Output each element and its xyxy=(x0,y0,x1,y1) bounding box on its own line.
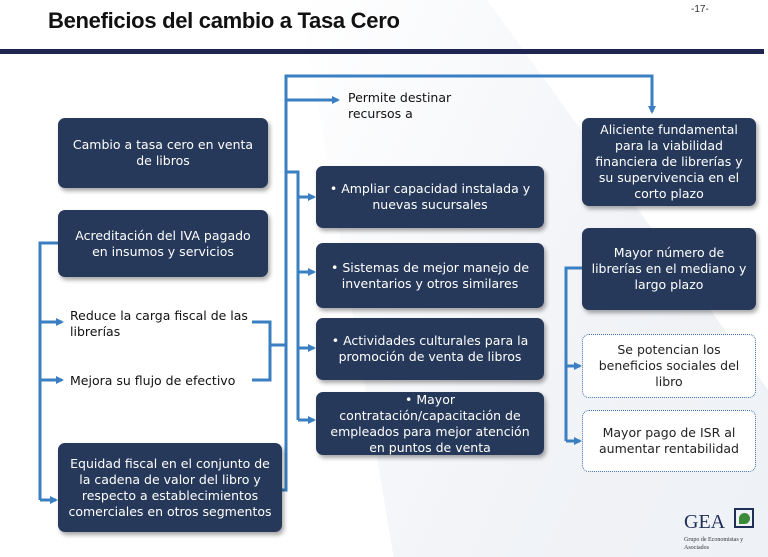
page-title: Beneficios del cambio a Tasa Cero xyxy=(48,8,400,33)
label-permite-destinar: Permite destinar recursos a xyxy=(348,90,452,121)
logo-subtitle: Grupo de Economistas y Asociados xyxy=(684,537,744,551)
logo-name: GEA xyxy=(684,511,726,533)
text-mejora-flujo: Mejora su flujo de efectivo xyxy=(70,373,236,388)
box-mayor-numero-librerias: Mayor número de librerías en el mediano … xyxy=(582,228,756,310)
box-ampliar-capacidad: • Ampliar capacidad instalada y nuevas s… xyxy=(316,166,544,228)
box-actividades-culturales: • Actividades culturales para la promoci… xyxy=(316,318,544,380)
box-mayor-pago-isr: Mayor pago de ISR al aumentar rentabilid… xyxy=(582,410,756,472)
box-beneficios-sociales: Se potencian los beneficios sociales del… xyxy=(582,334,756,398)
gea-logo: GEA Grupo de Economistas y Asociados xyxy=(684,505,764,557)
logo-mark-icon xyxy=(734,508,754,528)
box-mayor-contratacion: • Mayor contratación/capacitación de emp… xyxy=(316,392,544,455)
box-cambio-tasa-cero: Cambio a tasa cero en venta de libros xyxy=(58,118,268,188)
box-acreditacion-iva: Acreditación del IVA pagado en insumos y… xyxy=(58,210,268,277)
page-number: -17- xyxy=(691,4,709,15)
box-equidad-fiscal: Equidad fiscal en el conjunto de la cade… xyxy=(58,443,282,532)
title-divider xyxy=(0,49,764,54)
text-reduce-carga: Reduce la carga fiscal de las librerías xyxy=(70,308,248,339)
box-aliciente-fundamental: Aliciente fundamental para la viabilidad… xyxy=(582,118,756,206)
box-sistemas-inventarios: • Sistemas de mejor manejo de inventario… xyxy=(316,243,544,308)
